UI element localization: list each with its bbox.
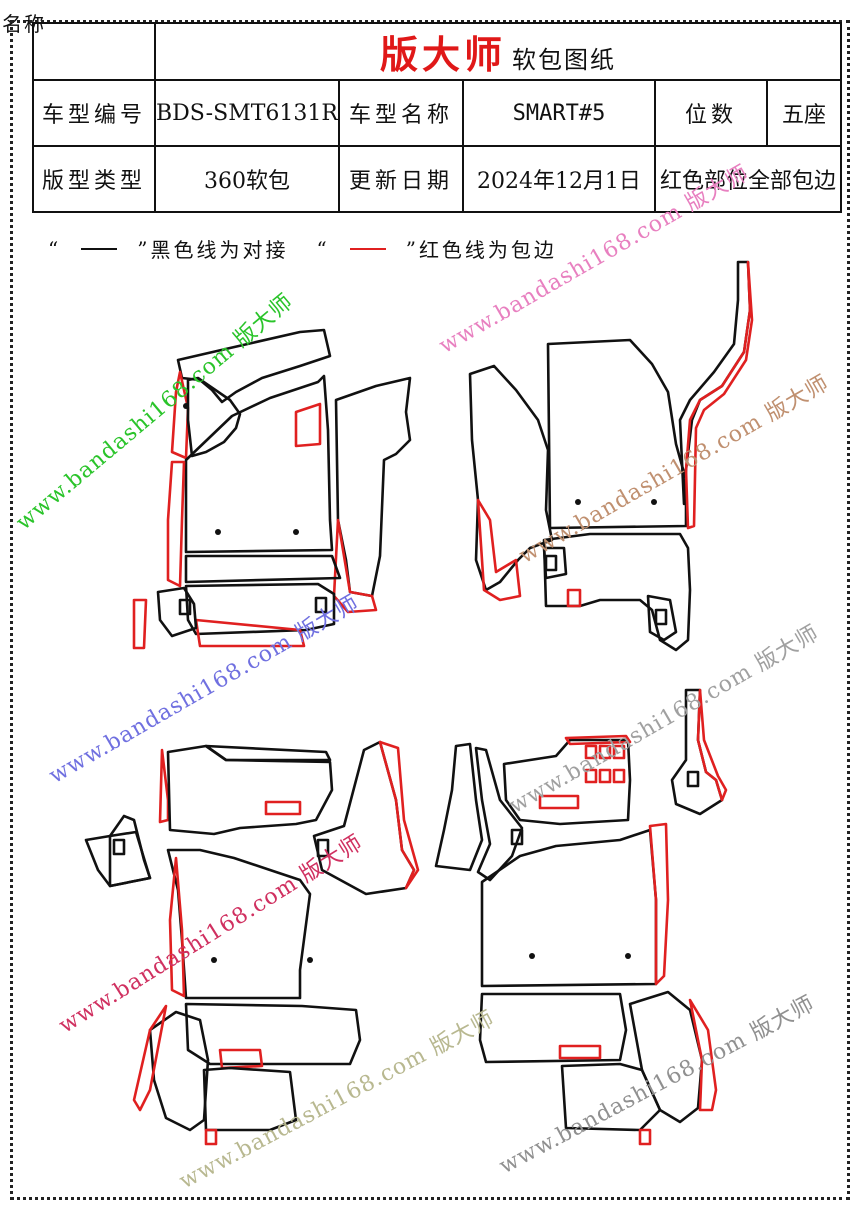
- legend-black-text: 黑色线为对接: [150, 238, 289, 262]
- vent-slot: [598, 744, 612, 760]
- mount-hole: [625, 953, 631, 959]
- pattern-piece: [166, 460, 186, 588]
- pattern-piece: [480, 828, 658, 988]
- pattern-piece: [156, 586, 198, 638]
- pattern-piece: [560, 1062, 662, 1132]
- pattern-piece: [148, 1010, 210, 1132]
- pattern-piece: [194, 618, 306, 648]
- clip-slot: [686, 770, 700, 788]
- clip-slot: [510, 828, 524, 846]
- pattern-piece: [688, 998, 718, 1112]
- mount-hole: [651, 499, 657, 505]
- mount-hole: [529, 953, 535, 959]
- pattern-piece: [184, 554, 342, 584]
- pattern-piece: [564, 734, 632, 746]
- value-model-code: BDS-SMT6131R: [154, 79, 340, 147]
- pattern-piece: [170, 370, 190, 460]
- legend: “ ” 黑色线为对接 “ ” 红色线为包边: [48, 234, 557, 263]
- pattern-piece: [132, 1004, 168, 1112]
- label-seats: 位数: [653, 79, 768, 147]
- value-update-date: 2024年12月1日: [461, 145, 656, 213]
- value-model-name: SMART#5: [461, 79, 656, 147]
- top-right-pieces: [468, 260, 754, 652]
- clip-slot: [544, 554, 558, 572]
- pattern-piece: [638, 1128, 652, 1146]
- value-note: 红色部位全部包边: [653, 145, 843, 213]
- pattern-piece: [468, 364, 554, 592]
- pattern-piece: [218, 1048, 264, 1070]
- pattern-piece: [546, 338, 688, 530]
- pattern-piece: [684, 260, 754, 530]
- spec-table: 版大师软包图纸 车型编号 BDS-SMT6131R 车型名称 SMART#5 位…: [32, 22, 843, 213]
- pattern-piece: [84, 814, 152, 888]
- pattern-piece: [132, 598, 148, 650]
- pattern-piece: [476, 498, 522, 602]
- pattern-piece: [264, 800, 302, 816]
- pattern-piece: [434, 742, 484, 872]
- pattern-piece: [184, 582, 336, 636]
- brand-name: 版大师: [379, 32, 506, 77]
- clip-slot: [654, 608, 668, 626]
- pattern-piece: [294, 402, 322, 448]
- legend-black-swatch: [81, 247, 118, 250]
- pattern-piece: [648, 822, 670, 986]
- pattern-piece: [646, 594, 678, 642]
- page-frame: [10, 20, 850, 1200]
- clip-slot: [316, 838, 330, 858]
- legend-quote-open-2: “: [316, 236, 330, 261]
- clip-slot: [112, 838, 126, 856]
- legend-quote-close: ”: [137, 236, 151, 261]
- pattern-piece: [168, 856, 186, 998]
- pattern-piece: [108, 830, 152, 888]
- vent-slot: [584, 744, 598, 760]
- pattern-piece: [158, 748, 170, 824]
- pattern-piece: [204, 744, 332, 762]
- label-model-code: 车型编号: [32, 79, 156, 147]
- legend-quote-close-2: ”: [405, 236, 419, 261]
- pattern-piece: [538, 794, 580, 810]
- legend-red-text: 红色线为包边: [418, 238, 557, 262]
- pattern-piece: [186, 376, 242, 458]
- clip-slot: [178, 598, 192, 616]
- clip-slot: [314, 596, 328, 614]
- mount-hole: [211, 957, 217, 963]
- label-model-name: 车型名称: [337, 79, 464, 147]
- mount-hole: [575, 499, 581, 505]
- mount-hole: [293, 529, 299, 535]
- pattern-piece: [184, 1002, 362, 1066]
- pattern-piece: [334, 376, 412, 598]
- pattern-piece: [184, 374, 334, 554]
- vent-slot: [584, 768, 598, 784]
- page-title: 版大师软包图纸: [154, 22, 842, 81]
- value-pattern-type: 360软包: [154, 145, 340, 213]
- pattern-piece: [204, 1128, 218, 1146]
- title-blank: [32, 22, 156, 81]
- mount-hole: [183, 403, 189, 409]
- vent-slot: [612, 768, 626, 784]
- legend-quote-open: “: [48, 236, 62, 261]
- legend-red-swatch: [349, 247, 386, 250]
- vent-slot: [598, 768, 612, 784]
- pattern-piece: [542, 532, 692, 652]
- mount-hole: [307, 957, 313, 963]
- bottom-right-pieces: [434, 688, 728, 1146]
- vent-slot: [612, 744, 626, 760]
- label-update-date: 更新日期: [337, 145, 464, 213]
- pattern-piece: [478, 992, 628, 1064]
- pattern-piece: [378, 740, 420, 890]
- pattern-piece: [502, 738, 632, 826]
- bottom-left-pieces: [84, 740, 420, 1146]
- mount-hole: [215, 529, 221, 535]
- value-seats: 五座: [765, 79, 843, 147]
- pattern-piece: [558, 1044, 602, 1060]
- top-left-pieces: [132, 328, 412, 650]
- pattern-piece: [696, 688, 728, 802]
- pattern-piece: [566, 588, 582, 608]
- label-pattern-type: 版型类型: [32, 145, 156, 213]
- title-suffix: 软包图纸: [512, 46, 616, 74]
